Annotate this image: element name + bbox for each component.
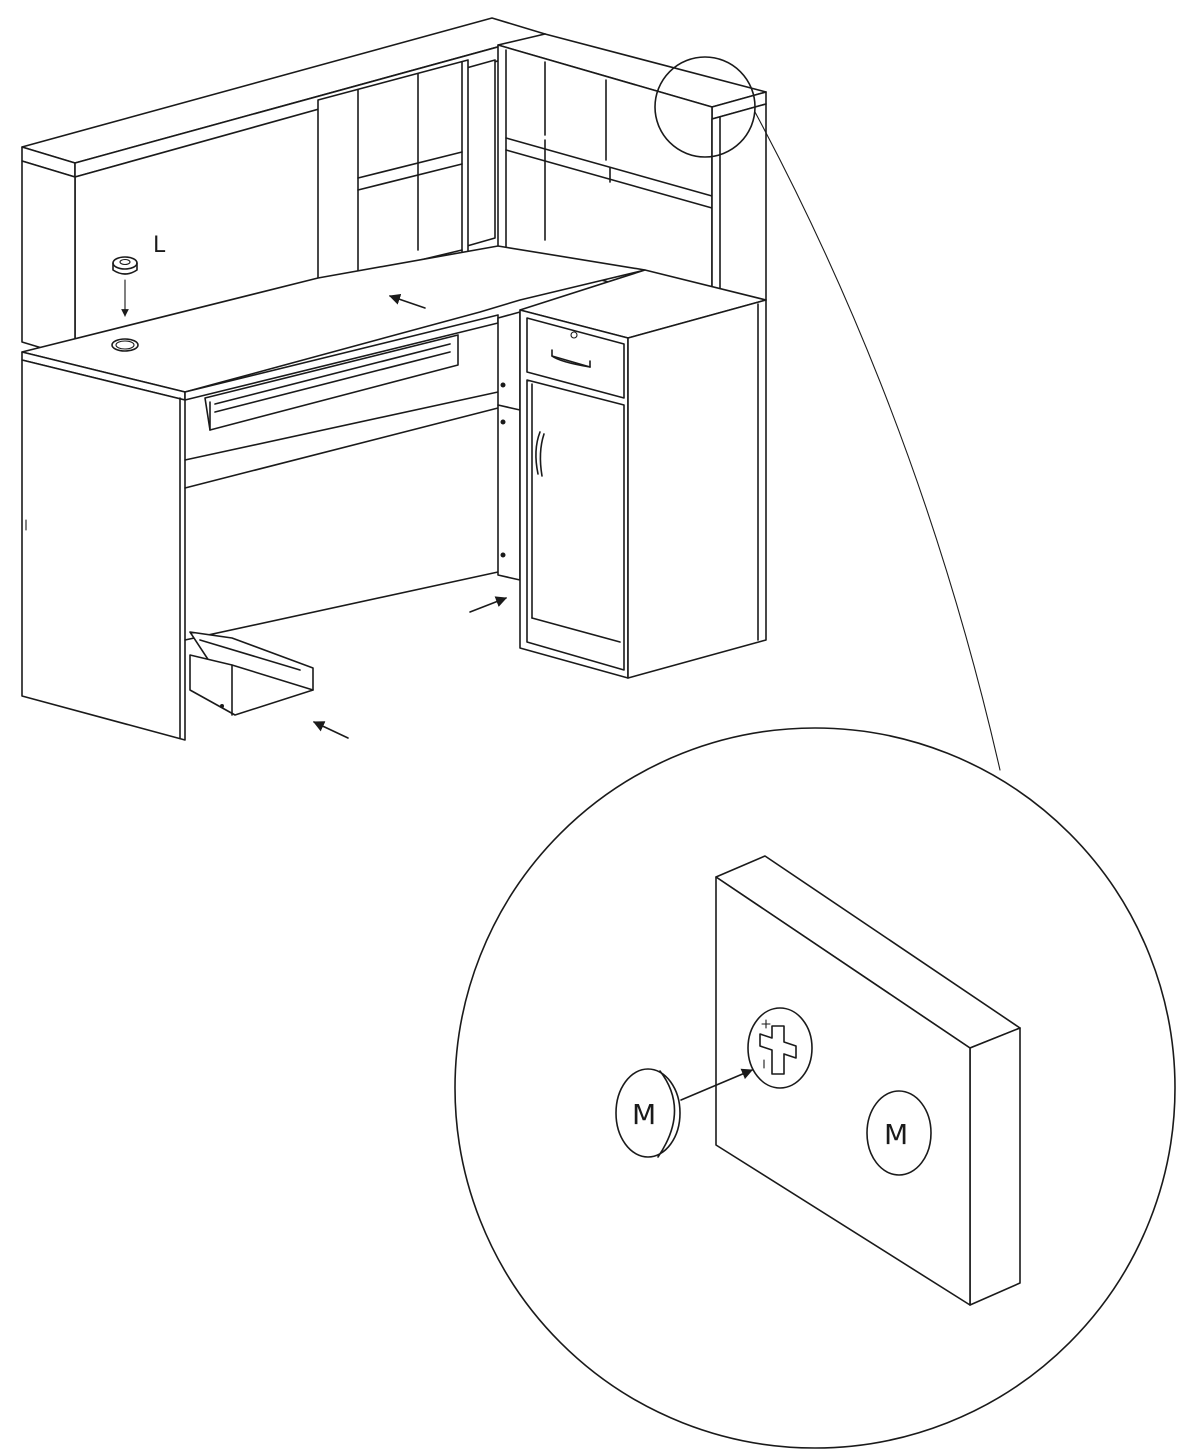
desk-drawing: L — [21, 17, 767, 741]
pedestal-door — [526, 379, 625, 671]
arrow-under-hutch — [388, 293, 426, 309]
floor-bracket — [189, 631, 314, 716]
pedestal-drawer — [526, 317, 625, 399]
modesty-panel — [184, 391, 499, 641]
hutch-right-section — [497, 44, 767, 316]
cover-cap-m-left — [615, 1068, 681, 1158]
label-part-m-right: M — [884, 1118, 908, 1151]
zoom-source-circle — [654, 56, 756, 158]
zoom-panel-detail: M M — [615, 855, 1021, 1306]
label-part-m-left: M — [632, 1098, 656, 1131]
zoom-detail-circle — [454, 727, 1176, 1449]
label-part-l: L — [153, 233, 166, 258]
cover-cap-m-right — [866, 1090, 932, 1176]
zoom-callout — [454, 56, 1176, 1449]
part-l-cap — [112, 256, 138, 317]
grommet-hole — [111, 338, 139, 352]
arrow-to-leg — [469, 596, 508, 613]
center-support-leg — [497, 311, 521, 581]
pedestal-cabinet — [519, 269, 767, 679]
keyboard-tray — [204, 334, 459, 431]
zoom-leader-line — [754, 111, 1001, 771]
left-end-panel — [21, 359, 186, 741]
hutch-middle-cubby — [317, 59, 469, 286]
hutch-left-side — [21, 160, 76, 359]
screw-head — [747, 1007, 813, 1089]
arrow-cap-to-screw — [680, 1068, 754, 1101]
desktop-surface — [21, 245, 646, 401]
arrow-to-bracket — [312, 721, 349, 739]
